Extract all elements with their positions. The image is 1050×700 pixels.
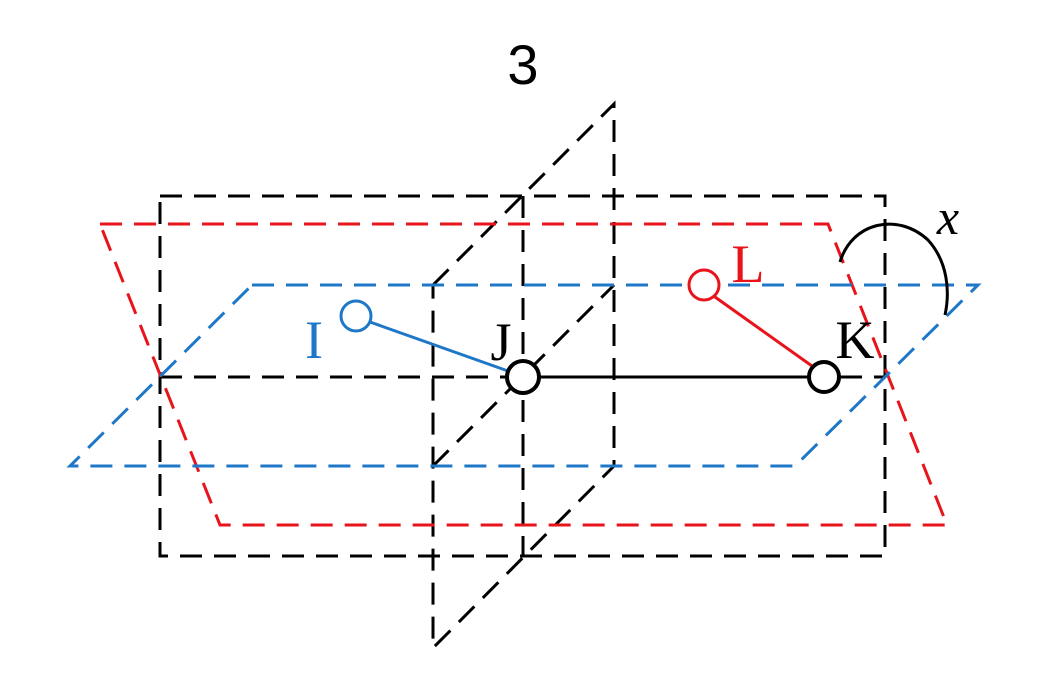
dihedral-angle-label: x: [936, 189, 959, 245]
atom-j-label: J: [490, 312, 511, 372]
diagonal-guide-line: [431, 283, 616, 468]
dihedral-angle-arc: [838, 222, 949, 316]
atom-k-label: K: [836, 310, 875, 370]
plane-blue: [66, 283, 982, 468]
plane-red: [97, 222, 950, 527]
atom-i-label: I: [305, 310, 323, 370]
diagram-title: 3: [507, 33, 538, 96]
atom-l: [687, 268, 721, 302]
atom-j: [505, 359, 541, 395]
bond-k-l: [714, 295, 813, 368]
atom-k: [807, 360, 841, 394]
atom-i: [339, 299, 373, 333]
atom-l-label: L: [732, 234, 765, 294]
bond-i-j: [369, 320, 509, 373]
